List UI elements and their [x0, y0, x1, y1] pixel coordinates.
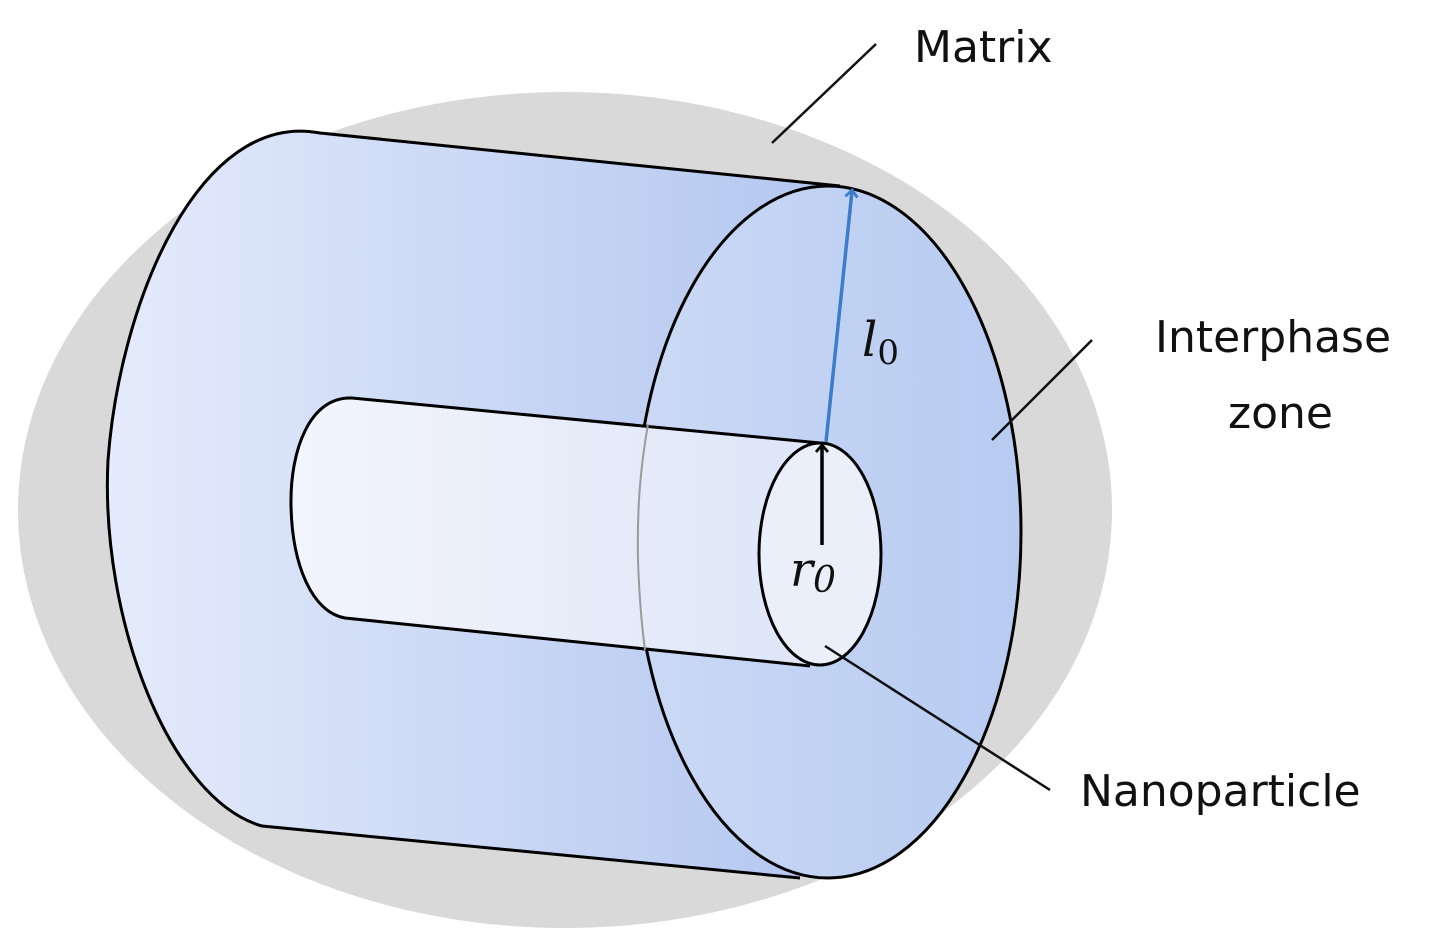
- interphase-leader-line: [991, 339, 1093, 441]
- interphase-face-hidden-edge: [636, 423, 649, 651]
- matrix-leader-line: [771, 43, 877, 144]
- interphase-label-line2: zone: [1228, 388, 1333, 439]
- interphase-cylinder-outline: [105, 129, 841, 880]
- nanoparticle-label: Nanoparticle: [1080, 766, 1361, 817]
- nanoparticle-cylinder-body: [290, 397, 820, 666]
- nanoparticle-cylinder-outline: [289, 396, 821, 668]
- radius-symbol: r: [790, 542, 816, 598]
- thickness-label: l0: [862, 312, 899, 373]
- interphase-label-line1: Interphase: [1155, 312, 1391, 363]
- thickness-symbol: l: [862, 312, 877, 368]
- thickness-subscript: 0: [877, 333, 899, 373]
- nanoparticle-leader-line: [824, 644, 1051, 792]
- thickness-arrow: [824, 191, 852, 443]
- matrix-label: Matrix: [914, 22, 1053, 73]
- radius-subscript: 0: [813, 560, 836, 601]
- nanoparticle-front-face: [757, 441, 883, 667]
- radius-label: r0: [790, 542, 836, 601]
